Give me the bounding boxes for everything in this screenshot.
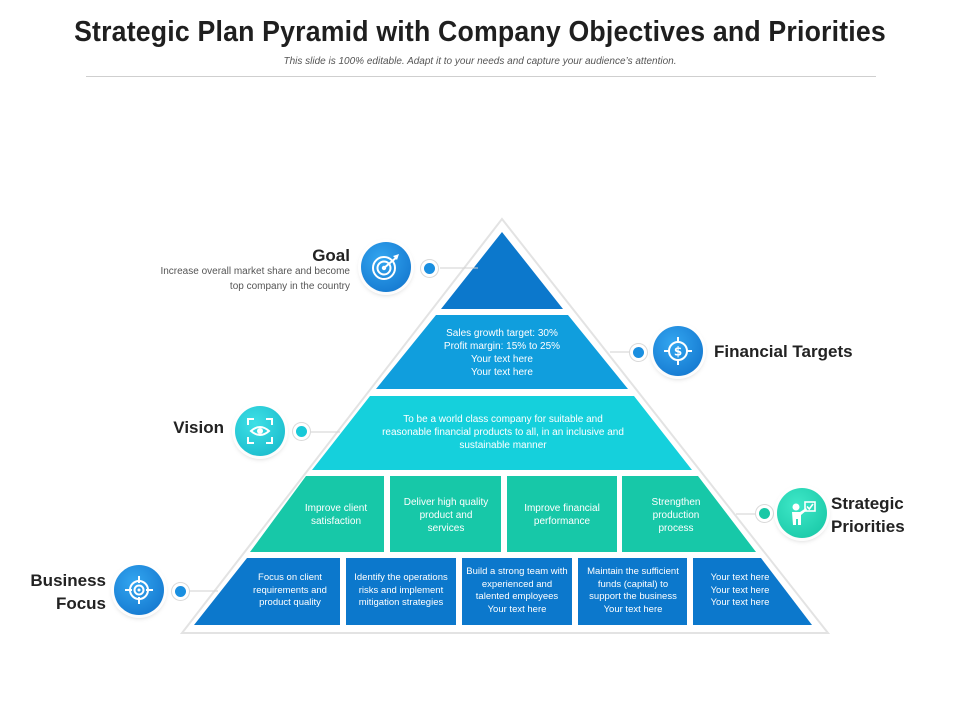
- dollar-target-icon: $: [653, 326, 703, 376]
- presenter-check-icon: [777, 488, 827, 538]
- financial-title: Financial Targets: [714, 342, 853, 361]
- pyramid-base-cell-1: [194, 558, 340, 625]
- tier4-text-2: Deliver high quality product and service…: [403, 496, 489, 534]
- pyramid-base-cell-4: [578, 558, 687, 625]
- pyramid-tier-vision: [312, 396, 692, 470]
- svg-text:$: $: [674, 345, 682, 359]
- goal-description: Increase overall market share and become…: [160, 266, 350, 292]
- business-dot: [175, 586, 186, 597]
- base-text-1: Focus on client requirements and product…: [253, 572, 327, 609]
- pyramid-tier4-cell-1: [250, 476, 384, 552]
- tier-vision-text: To be a world class company for suitable…: [382, 413, 624, 451]
- pyramid-tier4-cell-2: [390, 476, 501, 552]
- crosshair-icon: [114, 565, 164, 615]
- goal-dot: [424, 263, 435, 274]
- base-text-3: Build a strong team with experienced and…: [466, 566, 568, 615]
- tier4-text-1: Improve client satisfaction: [304, 503, 368, 527]
- base-text-5: Your text here Your text here Your text …: [710, 572, 770, 609]
- eye-icon: [235, 406, 285, 456]
- pyramid-tier4-cell-3: [507, 476, 617, 552]
- vision-title: Vision: [173, 418, 224, 437]
- business-title: Business Focus: [30, 571, 106, 613]
- pyramid-tier-financial: [376, 315, 628, 389]
- tier4-text-4: Strengthen production process: [651, 496, 701, 534]
- pyramid-base-cell-3: [462, 558, 572, 625]
- pyramid-base-cell-2: [346, 558, 456, 625]
- vision-dot: [296, 426, 307, 437]
- pyramid-tier4-cell-4: [622, 476, 756, 552]
- goal-title: Goal: [312, 246, 350, 265]
- page-title: Strategic Plan Pyramid with Company Obje…: [74, 16, 886, 48]
- tier4-text-3: Improve financial performance: [524, 503, 600, 527]
- base-text-4: Maintain the sufficient funds (capital) …: [587, 566, 679, 615]
- strategic-title: Strategic Priorities: [831, 494, 905, 536]
- tier-financial-text: Sales growth target: 30% Profit margin: …: [443, 328, 561, 378]
- page-subtitle: This slide is 100% editable. Adapt it to…: [283, 56, 677, 67]
- strategic-dot: [759, 508, 770, 519]
- financial-dot: [633, 347, 644, 358]
- pyramid-base-cell-5: [693, 558, 812, 625]
- header-divider: [86, 76, 876, 77]
- pyramid-tier-goal: [441, 232, 563, 309]
- target-arrow-icon: [361, 242, 411, 292]
- base-text-2: Identify the operations risks and implem…: [354, 572, 448, 609]
